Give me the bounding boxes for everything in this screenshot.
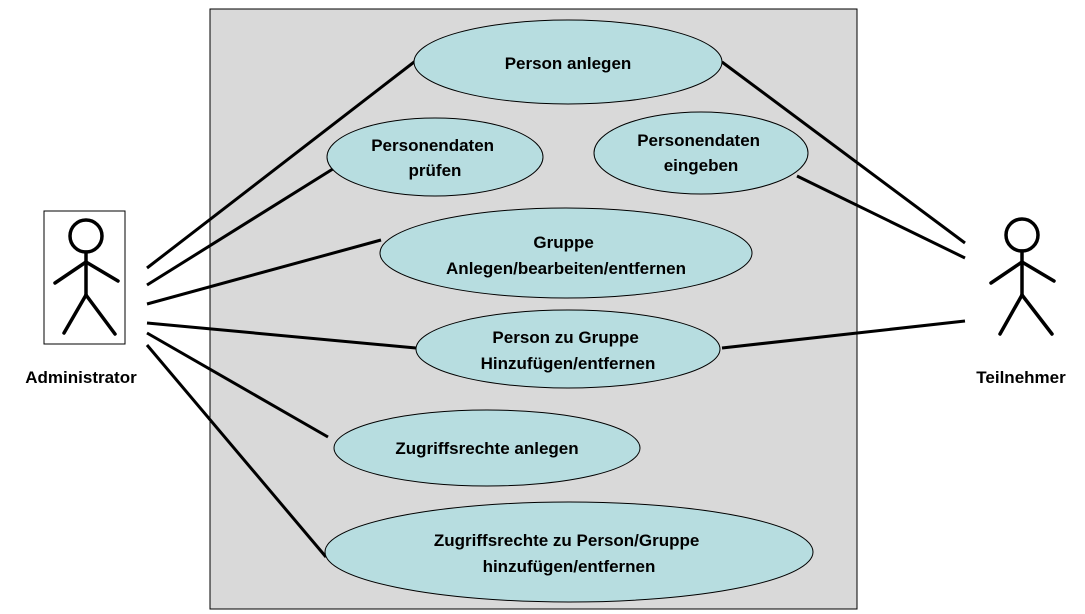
use-case-person-anlegen[interactable]: Person anlegen <box>413 19 723 105</box>
association-admin-person-zu-gruppe <box>146 321 417 350</box>
use-case-label: Personendaten eingeben <box>637 131 765 175</box>
use-case-label-line: Gruppe <box>533 233 593 252</box>
actor-participant-label: Teilnehmer <box>976 368 1066 387</box>
use-case-gruppe-verwalten[interactable]: Gruppe Anlegen/bearbeiten/entfernen <box>379 207 753 299</box>
use-case-label: Gruppe Anlegen/bearbeiten/entfernen <box>446 233 686 278</box>
use-case-zugriffsrechte-anlegen[interactable]: Zugriffsrechte anlegen <box>333 409 641 487</box>
association-participant-personendaten-eingeben <box>796 174 966 260</box>
use-case-label-line: Person anlegen <box>505 54 632 73</box>
use-case-label: Person zu Gruppe Hinzufügen/entfernen <box>481 328 656 373</box>
association-admin-zugriffsrechte-zuordnen <box>145 344 328 558</box>
use-case-label-line: Hinzufügen/entfernen <box>481 354 656 373</box>
associations <box>145 57 966 558</box>
association-admin-zugriffsrechte-anlegen <box>146 331 329 439</box>
use-case-label-line: Zugriffsrechte anlegen <box>395 439 578 458</box>
use-case-zugriffsrechte-zuordnen[interactable]: Zugriffsrechte zu Person/Gruppe hinzufüg… <box>324 501 814 603</box>
association-admin-personendaten-pruefen <box>146 165 337 287</box>
association-participant-person-anlegen <box>721 60 966 245</box>
association-admin-gruppe <box>146 238 382 306</box>
use-case-label-line: prüfen <box>409 161 462 180</box>
use-case-person-zu-gruppe[interactable]: Person zu Gruppe Hinzufügen/entfernen <box>415 309 721 389</box>
use-case-label: Zugriffsrechte anlegen <box>395 439 578 458</box>
use-case-personendaten-pruefen[interactable]: Personendaten prüfen <box>326 117 544 197</box>
actor-administrator-label: Administrator <box>25 368 137 387</box>
stick-figure-icon <box>989 217 1056 336</box>
use-case-label: Personendaten prüfen <box>371 136 499 180</box>
use-case-label-line: eingeben <box>664 156 739 175</box>
actor-participant[interactable]: Teilnehmer <box>976 217 1066 387</box>
association-participant-person-zu-gruppe <box>721 319 966 350</box>
use-case-label: Zugriffsrechte zu Person/Gruppe hinzufüg… <box>434 531 704 576</box>
use-case-personendaten-eingeben[interactable]: Personendaten eingeben <box>593 111 809 195</box>
use-case-label-line: Zugriffsrechte zu Person/Gruppe <box>434 531 699 550</box>
use-case-label: Person anlegen <box>505 54 632 73</box>
use-case-label-line: Person zu Gruppe <box>492 328 638 347</box>
association-admin-person-anlegen <box>146 57 419 270</box>
use-case-label-line: Personendaten <box>371 136 494 155</box>
use-case-label-line: Personendaten <box>637 131 760 150</box>
use-case-label-line: Anlegen/bearbeiten/entfernen <box>446 259 686 278</box>
actor-administrator[interactable]: Administrator <box>25 210 137 387</box>
use-case-label-line: hinzufügen/entfernen <box>483 557 656 576</box>
stick-figure-icon <box>53 218 120 336</box>
